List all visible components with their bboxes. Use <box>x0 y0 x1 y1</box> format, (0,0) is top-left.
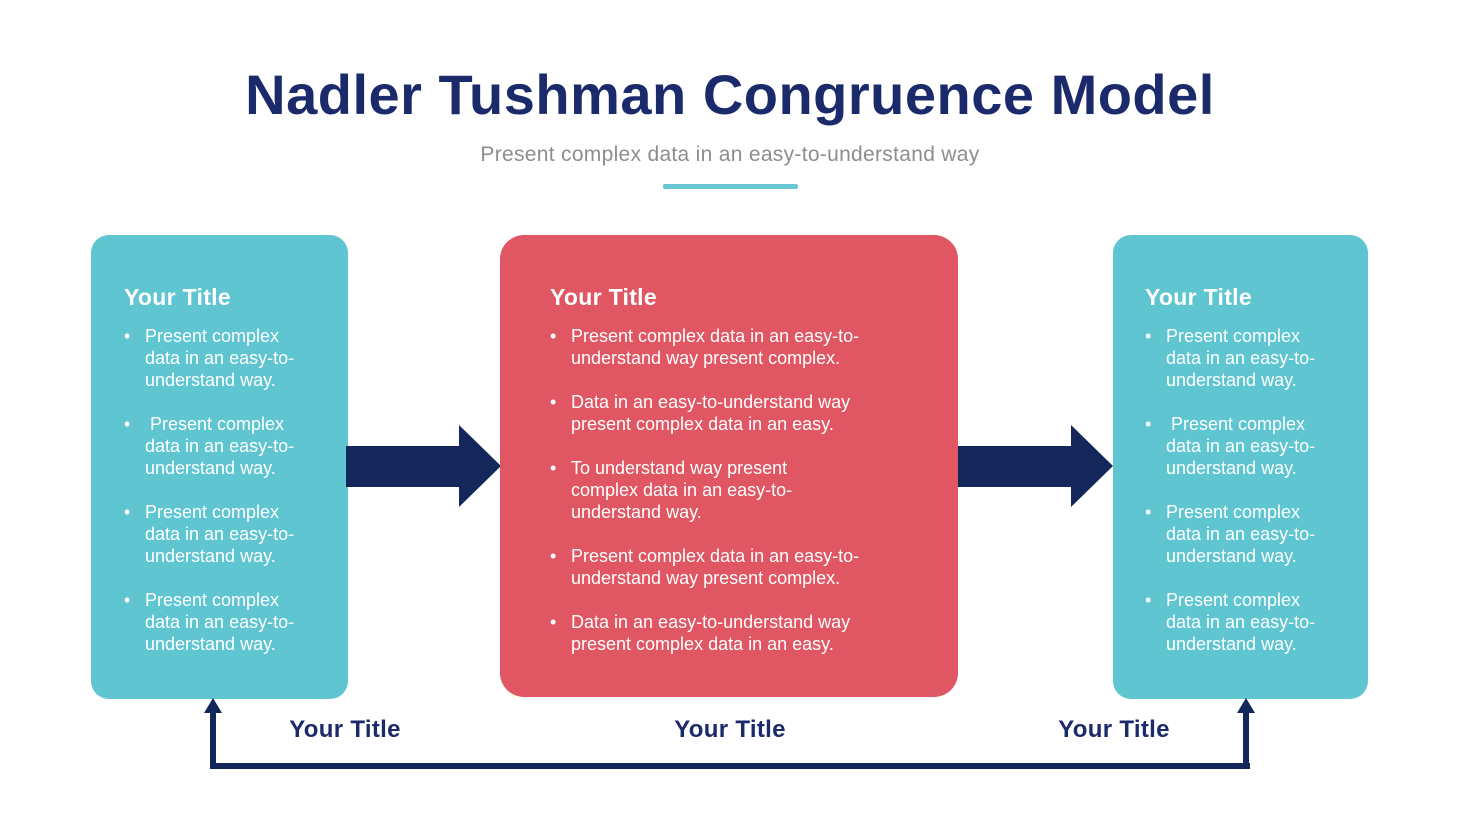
bullet-dot-icon: • <box>124 590 131 610</box>
bullet-dot-icon: • <box>124 414 131 434</box>
bullet-item-text: Present complex data in an easy-to- unde… <box>145 414 295 478</box>
bullet-item-text: Present complex data in an easy-to- unde… <box>145 326 295 390</box>
bullet-item-text: To understand way present complex data i… <box>571 458 793 522</box>
bullet-item: • Present complex data in an easy-to- un… <box>1145 501 1358 567</box>
bullet-list: • Present complex data in an easy-to- un… <box>1145 325 1358 655</box>
bullet-dot-icon: • <box>1145 326 1152 346</box>
bottom-label-right: Your Title <box>1058 716 1170 743</box>
process-box-left: Your Title • Present complex data in an … <box>91 235 348 699</box>
bullet-item: • Present complex data in an easy-to- un… <box>550 325 930 369</box>
bottom-label-center: Your Title <box>674 716 786 743</box>
bullet-list: • Present complex data in an easy-to- un… <box>550 325 930 655</box>
box-title: Your Title <box>124 284 231 310</box>
bullet-item: • Present complex data in an easy-to- un… <box>1145 589 1358 655</box>
feedback-line-horizontal <box>210 763 1250 769</box>
flow-arrow-left-to-center-shaft <box>346 446 459 487</box>
bullet-item: • Data in an easy-to-understand way pres… <box>550 611 930 655</box>
bullet-list: • Present complex data in an easy-to- un… <box>124 325 338 655</box>
page-title: Nadler Tushman Congruence Model <box>245 63 1215 126</box>
bullet-dot-icon: • <box>1145 502 1152 522</box>
bullet-item-text: Present complex data in an easy-to- unde… <box>145 590 295 654</box>
bullet-item: • Data in an easy-to-understand way pres… <box>550 391 930 435</box>
bullet-dot-icon: • <box>1145 414 1152 434</box>
bullet-item: • To understand way present complex data… <box>550 457 930 523</box>
flow-arrow-center-to-right-head-icon <box>1071 425 1113 507</box>
bullet-item-text: Present complex data in an easy-to- unde… <box>1166 326 1316 390</box>
process-box-center: Your Title • Present complex data in an … <box>500 235 958 697</box>
bullet-dot-icon: • <box>550 612 557 632</box>
feedback-up-arrow-left-icon <box>204 698 222 713</box>
bullet-item-text: Data in an easy-to-understand way presen… <box>571 612 851 654</box>
bullet-item-text: Present complex data in an easy-to- unde… <box>1166 414 1316 478</box>
bullet-item: • Present complex data in an easy-to- un… <box>124 413 338 479</box>
bullet-dot-icon: • <box>124 502 131 522</box>
bullet-item: • Present complex data in an easy-to- un… <box>550 545 930 589</box>
bullet-item: • Present complex data in an easy-to- un… <box>124 501 338 567</box>
bullet-dot-icon: • <box>550 458 557 478</box>
bullet-item-text: Present complex data in an easy-to- unde… <box>1166 502 1316 566</box>
bullet-item: • Present complex data in an easy-to- un… <box>1145 413 1358 479</box>
title-divider <box>662 184 798 189</box>
box-title: Your Title <box>1145 284 1252 310</box>
bullet-item-text: Present complex data in an easy-to- unde… <box>145 502 295 566</box>
bullet-dot-icon: • <box>1145 590 1152 610</box>
bullet-dot-icon: • <box>550 546 557 566</box>
bottom-label-left: Your Title <box>289 716 401 743</box>
process-box-right: Your Title • Present complex data in an … <box>1113 235 1368 699</box>
bullet-item-text: Data in an easy-to-understand way presen… <box>571 392 851 434</box>
flow-arrow-left-to-center-head-icon <box>459 425 501 507</box>
feedback-line-vertical-left <box>210 711 216 769</box>
page-subtitle: Present complex data in an easy-to-under… <box>480 143 980 166</box>
bullet-dot-icon: • <box>124 326 131 346</box>
bullet-item: • Present complex data in an easy-to- un… <box>1145 325 1358 391</box>
bullet-item-text: Present complex data in an easy-to- unde… <box>571 326 860 368</box>
feedback-up-arrow-right-icon <box>1237 698 1255 713</box>
flow-arrow-center-to-right-shaft <box>958 446 1071 487</box>
bullet-dot-icon: • <box>550 326 557 346</box>
bullet-item: • Present complex data in an easy-to- un… <box>124 325 338 391</box>
bullet-dot-icon: • <box>550 392 557 412</box>
header: Nadler Tushman Congruence Model Present … <box>0 0 1460 189</box>
bullet-item: • Present complex data in an easy-to- un… <box>124 589 338 655</box>
feedback-line-vertical-right <box>1243 711 1249 769</box>
box-title: Your Title <box>550 284 657 310</box>
bullet-item-text: Present complex data in an easy-to- unde… <box>571 546 860 588</box>
bullet-item-text: Present complex data in an easy-to- unde… <box>1166 590 1316 654</box>
